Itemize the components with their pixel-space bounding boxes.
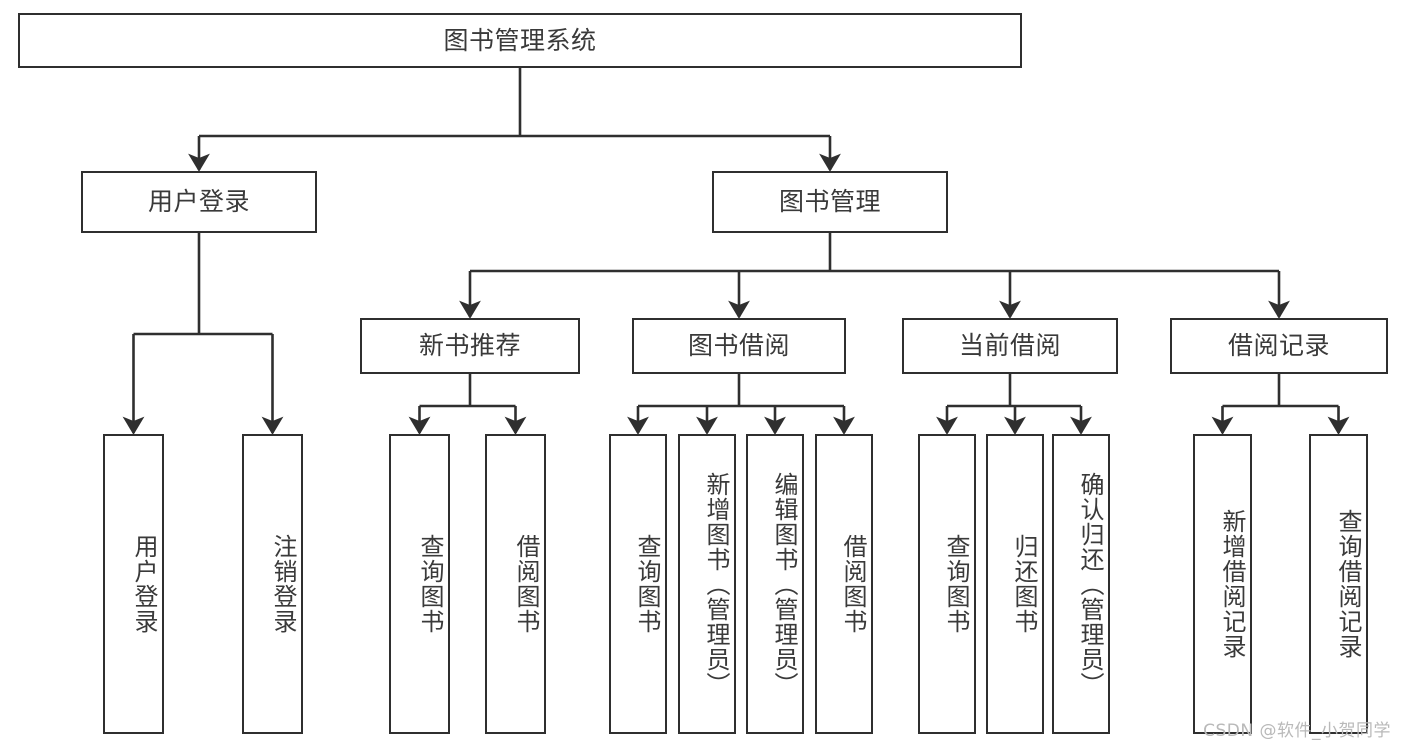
node-label: 新增借阅记录: [1218, 509, 1246, 659]
node-user-login: 用户登录: [81, 171, 317, 233]
node-leaf-edit-book-admin: 编辑图书（管理员）: [746, 434, 804, 734]
node-label: 图书管理系统: [443, 25, 597, 55]
node-label: 新增图书（管理员）: [702, 471, 730, 697]
node-label: 新书推荐: [418, 331, 521, 361]
node-label: 借阅图书: [512, 534, 540, 634]
node-label: 图书管理: [778, 187, 881, 217]
node-label: 用户登录: [147, 187, 250, 217]
node-current-borrow: 当前借阅: [902, 318, 1118, 374]
node-label: 查询图书: [633, 534, 661, 634]
node-book-manage: 图书管理: [712, 171, 948, 233]
node-leaf-borrow-book: 借阅图书: [815, 434, 873, 734]
node-leaf-query-book-current: 查询图书: [918, 434, 976, 734]
node-label: 查询图书: [942, 534, 970, 634]
node-leaf-logout: 注销登录: [242, 434, 303, 734]
node-label: 编辑图书（管理员）: [770, 471, 798, 697]
node-leaf-add-book-admin: 新增图书（管理员）: [678, 434, 736, 734]
node-leaf-query-borrow-record: 查询借阅记录: [1309, 434, 1368, 734]
node-label: 查询图书: [416, 534, 444, 634]
node-leaf-query-book-borrow: 查询图书: [609, 434, 667, 734]
node-label: 确认归还（管理员）: [1076, 471, 1104, 697]
node-label: 当前借阅: [958, 331, 1061, 361]
node-leaf-add-borrow-record: 新增借阅记录: [1193, 434, 1252, 734]
node-label: 用户登录: [130, 534, 158, 634]
watermark-label: CSDN @软件_小贺同学: [1203, 721, 1391, 741]
node-label: 归还图书: [1010, 534, 1038, 634]
node-leaf-confirm-return-admin: 确认归还（管理员）: [1052, 434, 1110, 734]
node-label: 借阅图书: [839, 534, 867, 634]
node-leaf-borrow-book-rec: 借阅图书: [485, 434, 546, 734]
node-label: 注销登录: [269, 534, 297, 634]
node-book-borrow: 图书借阅: [632, 318, 846, 374]
node-new-book-recommend: 新书推荐: [360, 318, 580, 374]
node-leaf-return-book: 归还图书: [986, 434, 1044, 734]
node-label: 图书借阅: [687, 331, 790, 361]
node-leaf-user-login: 用户登录: [103, 434, 164, 734]
node-label: 查询借阅记录: [1334, 509, 1362, 659]
node-label: 借阅记录: [1227, 331, 1330, 361]
node-root: 图书管理系统: [18, 13, 1022, 68]
node-leaf-query-book-rec: 查询图书: [389, 434, 450, 734]
node-borrow-record: 借阅记录: [1170, 318, 1388, 374]
